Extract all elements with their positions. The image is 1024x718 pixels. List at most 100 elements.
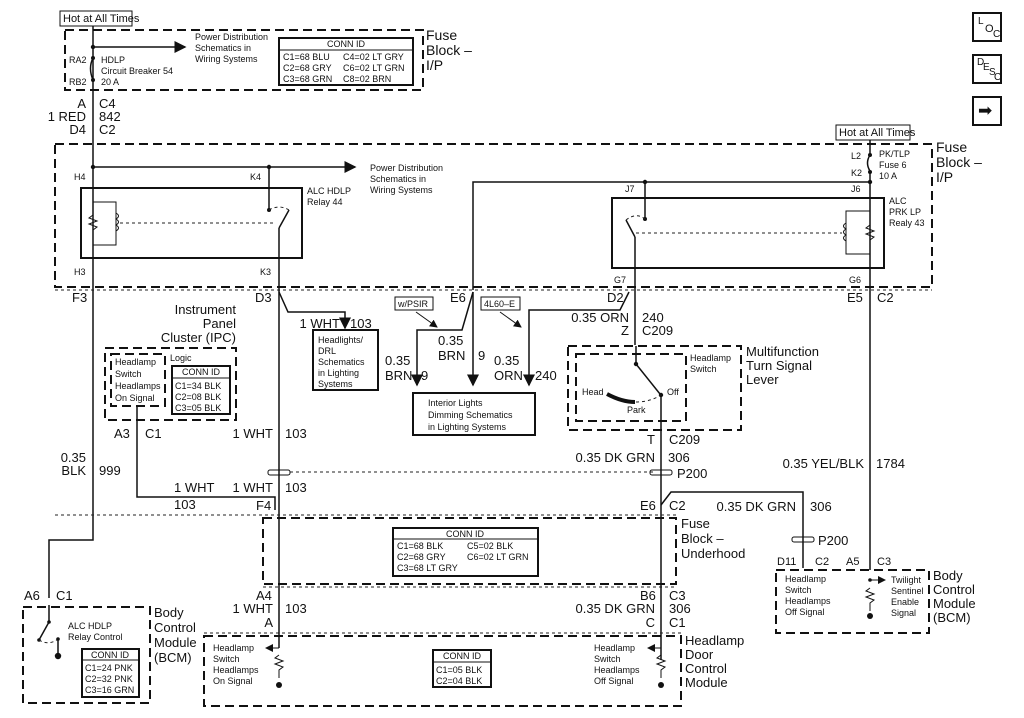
svg-text:A: A bbox=[264, 615, 273, 630]
svg-text:0.35: 0.35 bbox=[61, 450, 86, 465]
svg-text:Headlamp: Headlamp bbox=[685, 633, 744, 648]
svg-text:0.35: 0.35 bbox=[494, 353, 519, 368]
wire-103-drl-labels: 1 WHT 103 bbox=[300, 316, 372, 331]
svg-text:Module: Module bbox=[933, 596, 976, 611]
svg-text:Relay 44: Relay 44 bbox=[307, 197, 343, 207]
svg-text:C2=32 PNK: C2=32 PNK bbox=[85, 674, 133, 684]
wire-306-branch bbox=[660, 491, 804, 568]
fuse-block-ip-top-boundary bbox=[64, 29, 424, 91]
fuse-6-symbol bbox=[866, 154, 871, 172]
desc-letter-e: E bbox=[983, 62, 990, 73]
svg-text:306: 306 bbox=[668, 450, 690, 465]
svg-text:103: 103 bbox=[285, 426, 307, 441]
position-head: Head bbox=[582, 387, 604, 397]
ground-icon-hdcm-on bbox=[276, 682, 282, 688]
svg-text:C1=05 BLK: C1=05 BLK bbox=[436, 665, 482, 675]
svg-text:103: 103 bbox=[350, 316, 372, 331]
svg-text:Headlights/: Headlights/ bbox=[318, 335, 364, 345]
pin-ra2: RA2 bbox=[69, 55, 87, 65]
head-park-contact bbox=[606, 392, 636, 404]
svg-text:HDLP: HDLP bbox=[101, 55, 125, 65]
svg-text:C2=08 BLK: C2=08 BLK bbox=[175, 392, 221, 402]
svg-text:306: 306 bbox=[810, 499, 832, 514]
svg-text:Headlamp: Headlamp bbox=[115, 357, 156, 367]
fuse-underhood-title: Fuse Block – Underhood bbox=[681, 516, 745, 561]
conn-id-table-ip-top: CONN ID C1=68 BLU C4=02 LT GRY C2=68 GRY… bbox=[278, 37, 414, 86]
loc-letter-c: C bbox=[993, 29, 1001, 40]
svg-text:C1=24 PNK: C1=24 PNK bbox=[85, 663, 133, 673]
pin-k2: K2 bbox=[851, 168, 862, 178]
psir-option-label: w/PSIR bbox=[394, 296, 434, 311]
pin-j6: J6 bbox=[851, 184, 861, 194]
location-button[interactable]: L O C bbox=[972, 12, 1002, 42]
svg-text:BLK: BLK bbox=[61, 463, 86, 478]
svg-text:1 RED: 1 RED bbox=[48, 109, 86, 124]
power-dist-ref-main: Power Distribution Schematics in Wiring … bbox=[370, 163, 443, 195]
connector-c3: C3 bbox=[669, 588, 686, 603]
ipc-signal-label: Headlamp Switch Headlamps On Signal bbox=[115, 357, 161, 403]
svg-text:Fuse: Fuse bbox=[426, 27, 457, 43]
next-page-button[interactable]: ➡ bbox=[972, 96, 1002, 126]
pin-g7: G7 bbox=[614, 275, 626, 285]
svg-text:Circuit Breaker 54: Circuit Breaker 54 bbox=[101, 66, 173, 76]
svg-text:in Lighting: in Lighting bbox=[318, 368, 359, 378]
wire-brn-9-left-labels: 0.35 BRN 9 bbox=[385, 353, 428, 383]
svg-text:Block –: Block – bbox=[681, 531, 724, 546]
svg-text:1 WHT: 1 WHT bbox=[233, 426, 274, 441]
svg-text:CONN ID: CONN ID bbox=[446, 529, 485, 539]
ipc-logic-label: Logic bbox=[170, 353, 192, 363]
bcm-left-conn-id-table: CONN ID C1=24 PNK C2=32 PNK C3=16 GRN bbox=[81, 648, 140, 698]
wire-yel-blk-1784-labels: 0.35 YEL/BLK 1784 bbox=[783, 456, 905, 471]
multifunction-lever-boundary bbox=[567, 345, 742, 431]
svg-text:Module: Module bbox=[154, 635, 197, 650]
svg-text:C4=02 LT GRY: C4=02 LT GRY bbox=[343, 52, 404, 62]
svg-text:CONN ID: CONN ID bbox=[443, 651, 482, 661]
svg-text:BRN: BRN bbox=[385, 368, 412, 383]
pin-k3: K3 bbox=[260, 267, 271, 277]
svg-text:C3=68 GRN: C3=68 GRN bbox=[283, 74, 332, 84]
svg-text:Off Signal: Off Signal bbox=[594, 676, 633, 686]
svg-text:CONN ID: CONN ID bbox=[91, 650, 130, 660]
svg-text:Headlamp: Headlamp bbox=[213, 643, 254, 653]
svg-text:C3=68 LT GRY: C3=68 LT GRY bbox=[397, 563, 458, 573]
svg-text:Control: Control bbox=[154, 620, 196, 635]
svg-text:C1=34 BLK: C1=34 BLK bbox=[175, 381, 221, 391]
hdcm-boundary bbox=[203, 635, 682, 707]
wire-dk-grn-306-top-labels: 0.35 DK GRN 306 bbox=[576, 450, 690, 465]
svg-text:ORN: ORN bbox=[494, 368, 523, 383]
svg-text:T: T bbox=[647, 432, 655, 447]
splice-p200-branch-label: P200 bbox=[818, 533, 848, 548]
bcm-right-boundary bbox=[775, 569, 930, 634]
bcm-right-title: Body Control Module (BCM) bbox=[933, 568, 976, 625]
trans-option-label: 4L60–E bbox=[480, 296, 521, 311]
hot-at-all-times-label-right: Hot at All Times bbox=[835, 124, 916, 141]
svg-text:C209: C209 bbox=[642, 323, 673, 338]
description-button[interactable]: D E S C bbox=[972, 54, 1002, 84]
svg-text:PK/TLP: PK/TLP bbox=[879, 149, 910, 159]
svg-text:Wiring Systems: Wiring Systems bbox=[195, 54, 258, 64]
svg-text:D4: D4 bbox=[69, 122, 86, 137]
svg-text:103: 103 bbox=[285, 601, 307, 616]
wire-103-bottom-labels: 1 WHT 103 A bbox=[233, 601, 307, 630]
loc-letter-l: L bbox=[978, 16, 984, 27]
fuse-block-ip-top-title: Fuse Block – I/P bbox=[426, 27, 472, 73]
svg-text:C3: C3 bbox=[877, 556, 891, 568]
svg-text:D11: D11 bbox=[777, 556, 796, 568]
svg-text:0.35 ORN: 0.35 ORN bbox=[571, 310, 629, 325]
ipc-logic-boundary bbox=[110, 353, 166, 407]
svg-text:0.35: 0.35 bbox=[438, 333, 463, 348]
svg-text:Twilight: Twilight bbox=[891, 575, 922, 585]
ipc-conn-id-table: CONN ID C1=34 BLK C2=08 BLK C3=05 BLK bbox=[171, 365, 231, 415]
svg-text:0.35 YEL/BLK: 0.35 YEL/BLK bbox=[783, 456, 865, 471]
bcm-left-title: Body Control Module (BCM) bbox=[154, 605, 197, 665]
position-off: Off bbox=[667, 387, 679, 397]
svg-text:103: 103 bbox=[174, 497, 196, 512]
alc-prk-lp-relay-43 bbox=[611, 197, 885, 269]
bcm-right-off-signal-label: Headlamp Switch Headlamps Off Signal bbox=[785, 574, 831, 617]
svg-text:Switch: Switch bbox=[785, 585, 812, 595]
connector-f4: F4 bbox=[256, 498, 271, 513]
multifunction-bottom-conn: T C209 bbox=[647, 432, 700, 447]
svg-text:1 WHT: 1 WHT bbox=[174, 480, 215, 495]
svg-text:C209: C209 bbox=[669, 432, 700, 447]
headlights-drl-ref-box: Headlights/ DRL Schematics in Lighting S… bbox=[312, 329, 379, 391]
